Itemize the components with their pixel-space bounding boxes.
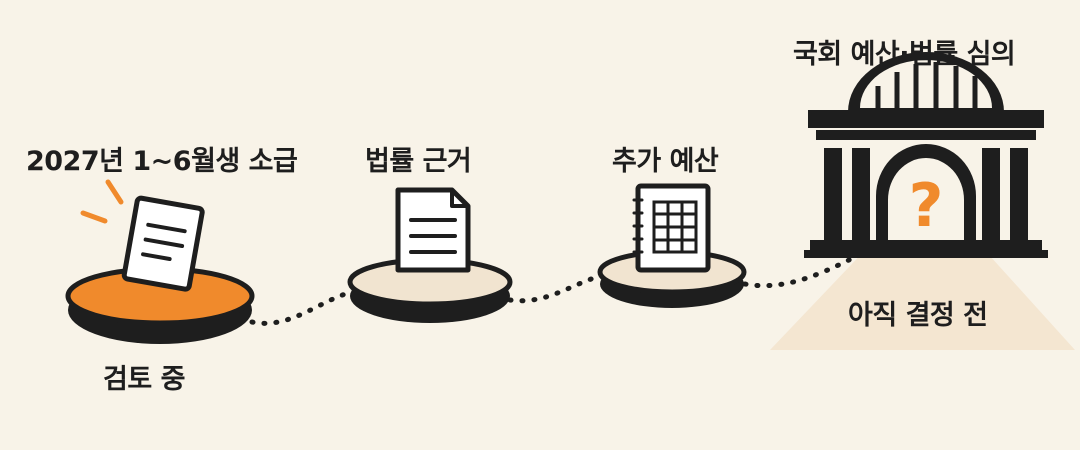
step-1-top-label: 2027년 1~6월생 소급 xyxy=(26,146,298,177)
file-icon xyxy=(395,187,471,273)
parliament-building-icon xyxy=(804,52,1048,258)
step-1-bottom-label: 검토 중 xyxy=(103,364,185,395)
connector-1 xyxy=(249,289,355,326)
question-mark: ? xyxy=(909,171,944,241)
spreadsheet-notebook-icon xyxy=(632,183,711,273)
spark-icon xyxy=(80,179,124,224)
connector-3 xyxy=(742,241,883,289)
step-4-top-label: 국회 예산·법률 심의 xyxy=(793,39,1016,70)
step-2-top-label: 법률 근거 xyxy=(365,146,472,177)
step-3-top-label: 추가 예산 xyxy=(612,146,719,177)
step-1-pad xyxy=(65,266,255,344)
step-4-bottom-label: 아직 결정 전 xyxy=(848,300,988,331)
document-icon xyxy=(121,195,205,292)
light-beam xyxy=(770,245,1075,350)
connector-2 xyxy=(507,273,603,304)
